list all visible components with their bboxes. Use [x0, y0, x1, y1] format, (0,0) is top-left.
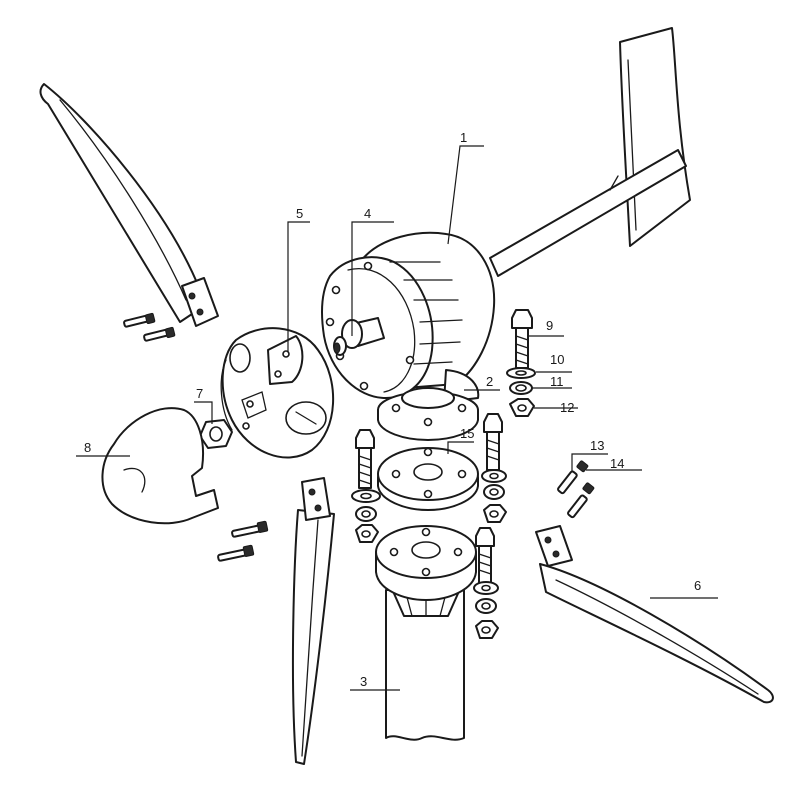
callout-14: 14: [610, 456, 624, 471]
blade-top-left: [39, 83, 219, 327]
callout-13: 13: [590, 438, 604, 453]
leader-15: [447, 441, 474, 454]
yaw-base: [377, 369, 480, 441]
blade-bottom-center: [291, 477, 335, 765]
bolt-stack-right-middle: [481, 413, 507, 523]
bolt-d: [217, 544, 255, 562]
bolt-14: [567, 482, 595, 519]
callout-7: 7: [196, 386, 203, 401]
callout-15: 15: [460, 426, 474, 441]
callout-numbers: 1 2 3 4 5 6 7 8 9 10 11 12 13 14 15: [84, 130, 701, 689]
blade-bolts-top: [123, 312, 176, 342]
callout-8: 8: [84, 440, 91, 455]
generator-housing: [321, 231, 496, 399]
bolt-c: [231, 520, 269, 538]
callout-10: 10: [550, 352, 564, 367]
leader-7: [194, 401, 213, 424]
leader-5: [287, 221, 310, 352]
callout-6: 6: [694, 578, 701, 593]
tail-vane: [489, 27, 691, 277]
hub-nut: [199, 419, 233, 449]
callout-3: 3: [360, 674, 367, 689]
leader-1: [447, 145, 484, 245]
callout-1: 1: [460, 130, 467, 145]
callout-12: 12: [560, 400, 574, 415]
tower: [375, 525, 477, 741]
bolt-9-stack: [506, 309, 536, 417]
blade-right: [535, 525, 774, 704]
shaft: [333, 317, 385, 356]
callout-2: 2: [486, 374, 493, 389]
leader-lines: [76, 145, 718, 691]
leader-4: [351, 221, 394, 336]
hub: [220, 327, 335, 459]
callout-9: 9: [546, 318, 553, 333]
bolt-13: [557, 460, 589, 495]
bolt-b: [143, 326, 176, 342]
callout-5: 5: [296, 206, 303, 221]
bolt-a: [123, 312, 156, 328]
nose-cone: [101, 407, 219, 525]
bolts-13-14: [557, 460, 595, 519]
adapter-flange: [377, 447, 479, 511]
callout-4: 4: [364, 206, 371, 221]
bolt-stack-left: [351, 429, 381, 543]
blade-bolts-bottom: [217, 520, 269, 562]
leader-13: [571, 453, 608, 472]
callout-11: 11: [550, 374, 564, 389]
bolt-stack-right-lower: [473, 527, 499, 639]
